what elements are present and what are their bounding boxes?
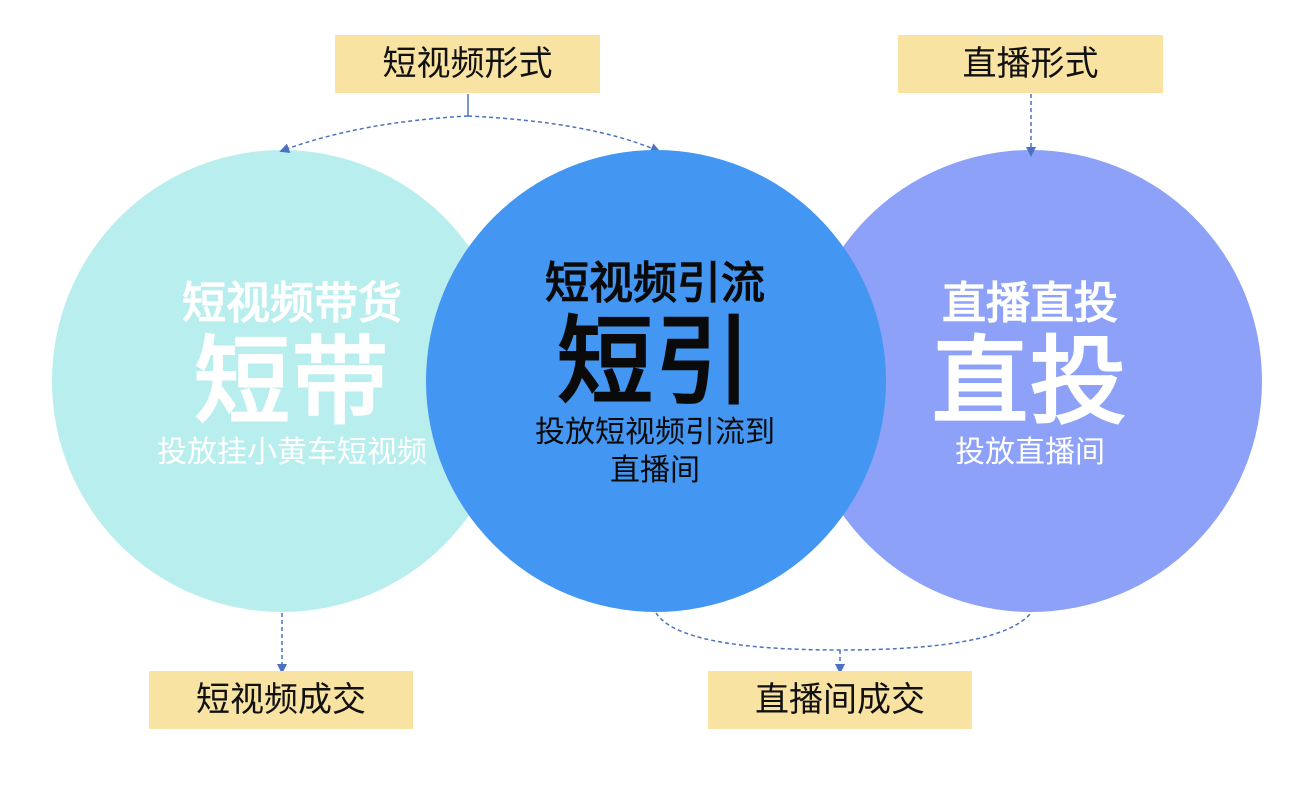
short-video-format-label: 短视频形式	[335, 35, 600, 93]
top-left-arc-left	[279, 115, 469, 153]
short-video-traffic-title: 短引	[557, 306, 753, 418]
live-direct-title: 直投	[932, 326, 1128, 438]
live-room-deal-label: 直播间成交	[708, 671, 972, 729]
short-video-traffic-description-line1: 投放短视频引流到	[535, 415, 775, 450]
short-video-deal-label: 短视频成交	[149, 671, 413, 729]
bottom-right-connector	[655, 612, 1032, 674]
short-video-sales-description: 投放挂小黄车短视频	[157, 435, 427, 470]
top-left-arc-right	[467, 115, 661, 153]
short-video-traffic-text: 短视频引流 短引 投放短视频引流到 直播间	[500, 258, 810, 490]
bottom-right-arc	[655, 612, 1032, 651]
short-video-traffic-subtitle: 短视频引流	[545, 258, 765, 309]
live-direct-description: 投放直播间	[955, 435, 1105, 470]
live-direct-text: 直播直投 直投 投放直播间	[870, 278, 1190, 472]
short-video-traffic-circle	[426, 150, 886, 612]
top-left-connector	[279, 94, 661, 153]
short-video-sales-title: 短带	[194, 326, 390, 438]
live-format-label: 直播形式	[898, 35, 1163, 93]
short-video-sales-text: 短视频带货 短带 投放挂小黄车短视频	[122, 278, 462, 472]
live-direct-subtitle: 直播直投	[942, 278, 1118, 329]
short-video-sales-subtitle: 短视频带货	[182, 278, 402, 329]
short-video-traffic-description-line2: 直播间	[610, 453, 700, 488]
